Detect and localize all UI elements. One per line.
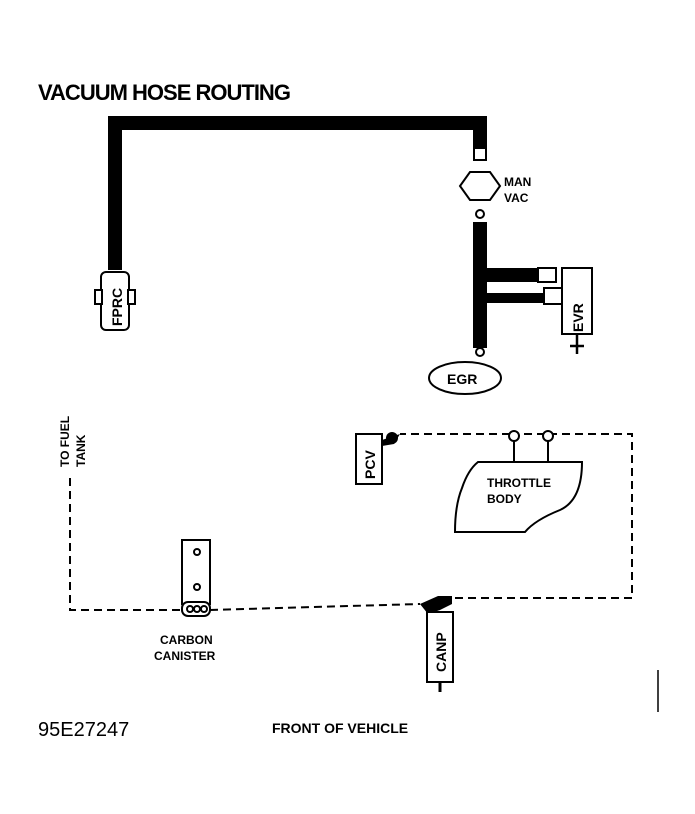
canp-to-throttle-body-line (455, 433, 633, 599)
fprc-vacuum-hose (108, 116, 487, 270)
pcv-fitting (386, 432, 398, 444)
throttle-body-label-line2: BODY (487, 492, 522, 506)
pcv-valve (355, 433, 383, 485)
canister-port-3 (200, 605, 208, 613)
canister-port-2 (193, 605, 201, 613)
canp-label: CANP (433, 632, 449, 672)
carbon-canister-label-line1: CARBON (160, 633, 213, 647)
evr-upper-fitting (537, 267, 557, 283)
to-fuel-tank-label-line1: TO FUEL (58, 416, 72, 467)
evr-label: EVR (570, 303, 586, 332)
evr-solenoid (561, 267, 593, 335)
canister-mount-hole-top (193, 548, 201, 556)
fprc-label: FPRC (109, 288, 125, 326)
man-vac-fitting (458, 171, 502, 201)
egr-label: EGR (447, 371, 477, 387)
carbon-canister-label-line2: CANISTER (154, 649, 216, 663)
pcv-label: PCV (362, 450, 378, 479)
throttle-body-label-line1: THROTTLE (487, 476, 551, 490)
canister-mount-hole-bottom (193, 583, 201, 591)
canister-to-canp-line (209, 603, 421, 611)
diagram-title: VACUUM HOSE ROUTING (38, 80, 290, 105)
figure-code: 95E27247 (38, 719, 129, 741)
fprc-right-tab (127, 289, 136, 305)
egr-valve (428, 361, 502, 395)
throttle-body (453, 461, 584, 533)
man-vac-label-line2: VAC (504, 191, 529, 205)
throttle-body-port-1 (508, 430, 520, 442)
canp-fitting (420, 596, 452, 614)
fuel-tank-vapor-line (69, 478, 188, 611)
throttle-body-port-2 (542, 430, 554, 442)
canister-port-1 (186, 605, 194, 613)
fprc-left-tab (94, 289, 103, 305)
egr-port (475, 347, 485, 357)
man-vac-label-line1: MAN (504, 175, 531, 189)
canp-solenoid (426, 611, 454, 683)
man-vac-upper-fitting (473, 147, 487, 161)
to-fuel-tank-label-line2: TANK (74, 434, 88, 467)
man-vac-lower-port (475, 209, 485, 219)
evr-lower-fitting (543, 287, 563, 305)
front-of-vehicle-label: FRONT OF VEHICLE (272, 720, 408, 736)
